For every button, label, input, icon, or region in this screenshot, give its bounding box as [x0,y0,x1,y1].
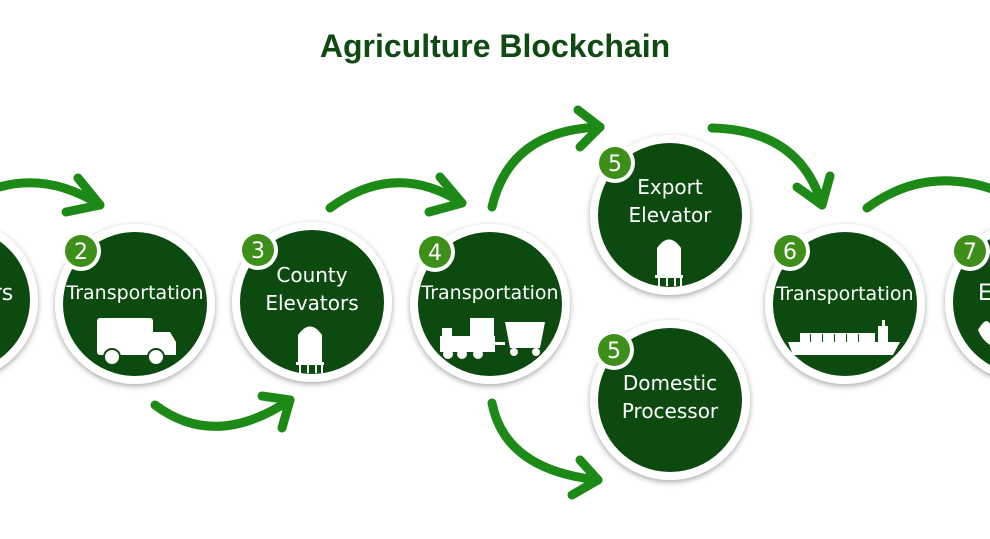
node-label: Transportation [775,283,913,305]
node-label: County [276,263,347,287]
node-label: Domestic [623,371,717,395]
step-badge: 5 [607,339,621,364]
node-transportation-2: Transportation 2 [55,224,215,384]
arrow-2-to-3 [150,391,295,433]
step-badge: 4 [428,241,442,266]
node-export-elevator: Export Elevator 5 [590,135,750,295]
arrow-5-to-6 [707,123,835,210]
arrow-6-to-7 [862,176,990,213]
node-label: E [978,281,990,306]
train-icon [440,318,545,359]
arrow-4-to-5-domestic [487,398,603,500]
step-badge: 3 [251,239,265,264]
step-badge: 2 [74,240,88,265]
arrow-4-to-5-export [487,105,605,212]
node-transportation-6: Transportation 6 [765,224,925,384]
diagram-title: Agriculture Blockchain [319,28,671,64]
node-farmers: rs [0,231,38,369]
ship-icon [788,320,900,355]
silo-icon [296,326,324,373]
node-label: Transportation [420,282,558,304]
node-label: Processor [622,399,719,423]
arrow-1-to-2 [0,173,105,217]
step-badge: 5 [608,152,622,177]
node-label: Transportation [65,282,203,304]
arrow-3-to-4 [325,172,467,217]
silo-icon [655,239,683,286]
chicken-icon [978,321,990,345]
step-badge: 7 [963,240,977,265]
step-badge: 6 [783,240,797,265]
truck-icon [97,318,176,366]
node-label: rs [0,281,13,306]
node-label: Elevators [265,291,358,315]
node-step-7: E 7 [945,230,990,374]
node-transportation-4: Transportation 4 [410,224,570,384]
node-label: Elevator [629,203,713,227]
node-domestic-processor: Domestic Processor 5 [590,320,750,480]
node-label: Export [637,175,703,199]
node-county-elevators: County Elevators 3 [232,222,392,382]
